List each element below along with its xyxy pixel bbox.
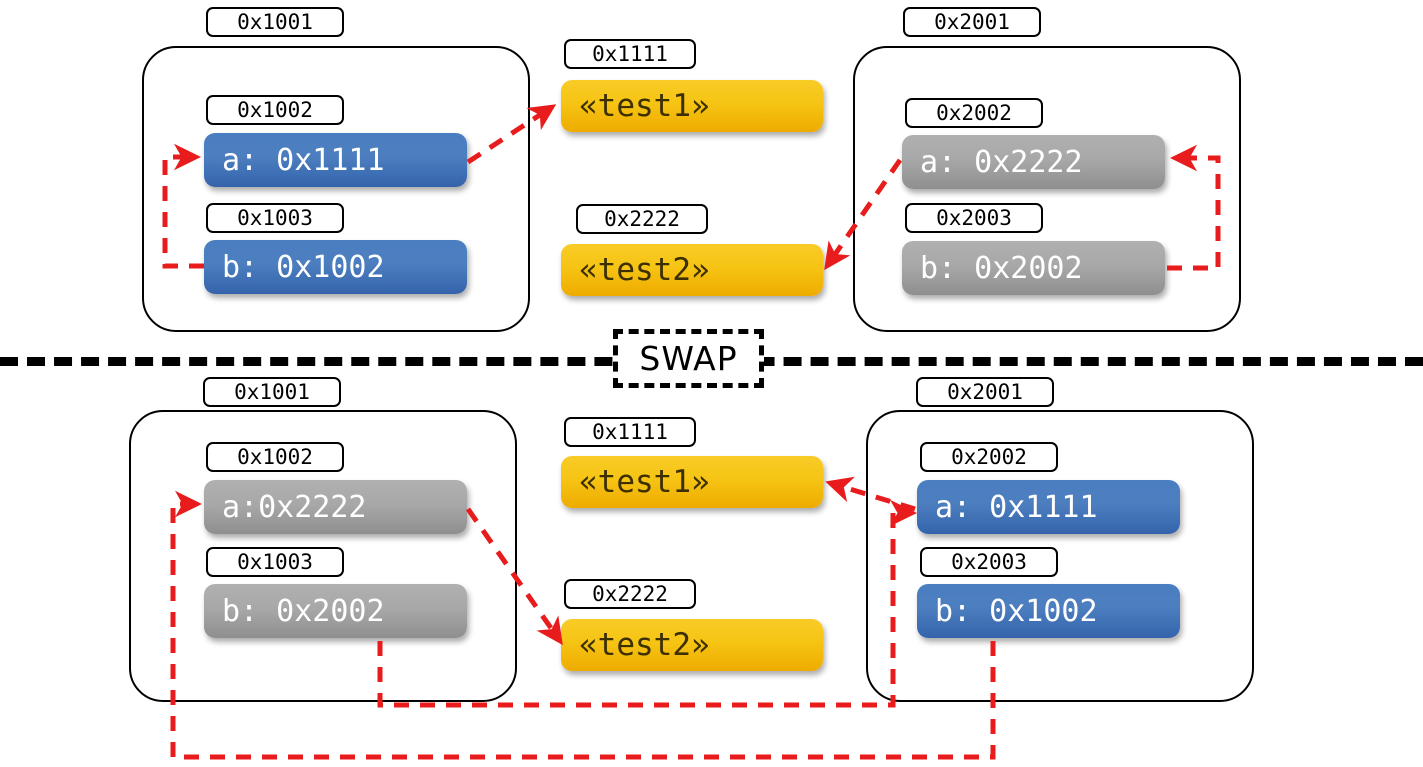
after-right-slot1-address: 0x2003 (920, 547, 1058, 577)
before-right-slot1-value: b: 0x2002 (902, 241, 1165, 295)
before-heap1-value: «test2» (561, 244, 823, 296)
after-heap1-value: «test2» (561, 619, 823, 671)
before-right-slot0-address: 0x2002 (905, 98, 1043, 128)
after-right-slot0-address: 0x2002 (920, 442, 1058, 472)
after-left-slot0-address: 0x1002 (206, 442, 344, 472)
before-left-slot0-value: a: 0x1111 (204, 133, 467, 187)
before-left-slot0-address: 0x1002 (206, 95, 344, 125)
after-heap1-address: 0x2222 (564, 579, 696, 609)
after-left-slot1-address: 0x1003 (206, 547, 344, 577)
before-heap0-value: «test1» (561, 80, 823, 132)
before-right-frame-address: 0x2001 (903, 7, 1041, 37)
after-right-frame-address: 0x2001 (916, 377, 1054, 407)
after-heap0-value: «test1» (561, 456, 823, 508)
before-left-frame-address: 0x1001 (206, 7, 344, 37)
after-heap0-address: 0x1111 (564, 417, 696, 447)
after-left-slot1-value: b: 0x2002 (204, 584, 467, 638)
before-heap1-address: 0x2222 (576, 204, 708, 234)
before-left-slot1-address: 0x1003 (206, 203, 344, 233)
swap-label: SWAP (613, 329, 764, 388)
after-right-slot0-value: a: 0x1111 (917, 480, 1180, 534)
before-right-slot1-address: 0x2003 (905, 203, 1043, 233)
after-left-slot0-value: a:0x2222 (204, 480, 467, 534)
before-heap0-address: 0x1111 (564, 39, 696, 69)
after-left-frame-address: 0x1001 (203, 377, 341, 407)
before-right-slot0-value: a: 0x2222 (902, 135, 1165, 189)
after-right-slot1-value: b: 0x1002 (917, 584, 1180, 638)
before-left-slot1-value: b: 0x1002 (204, 240, 467, 294)
